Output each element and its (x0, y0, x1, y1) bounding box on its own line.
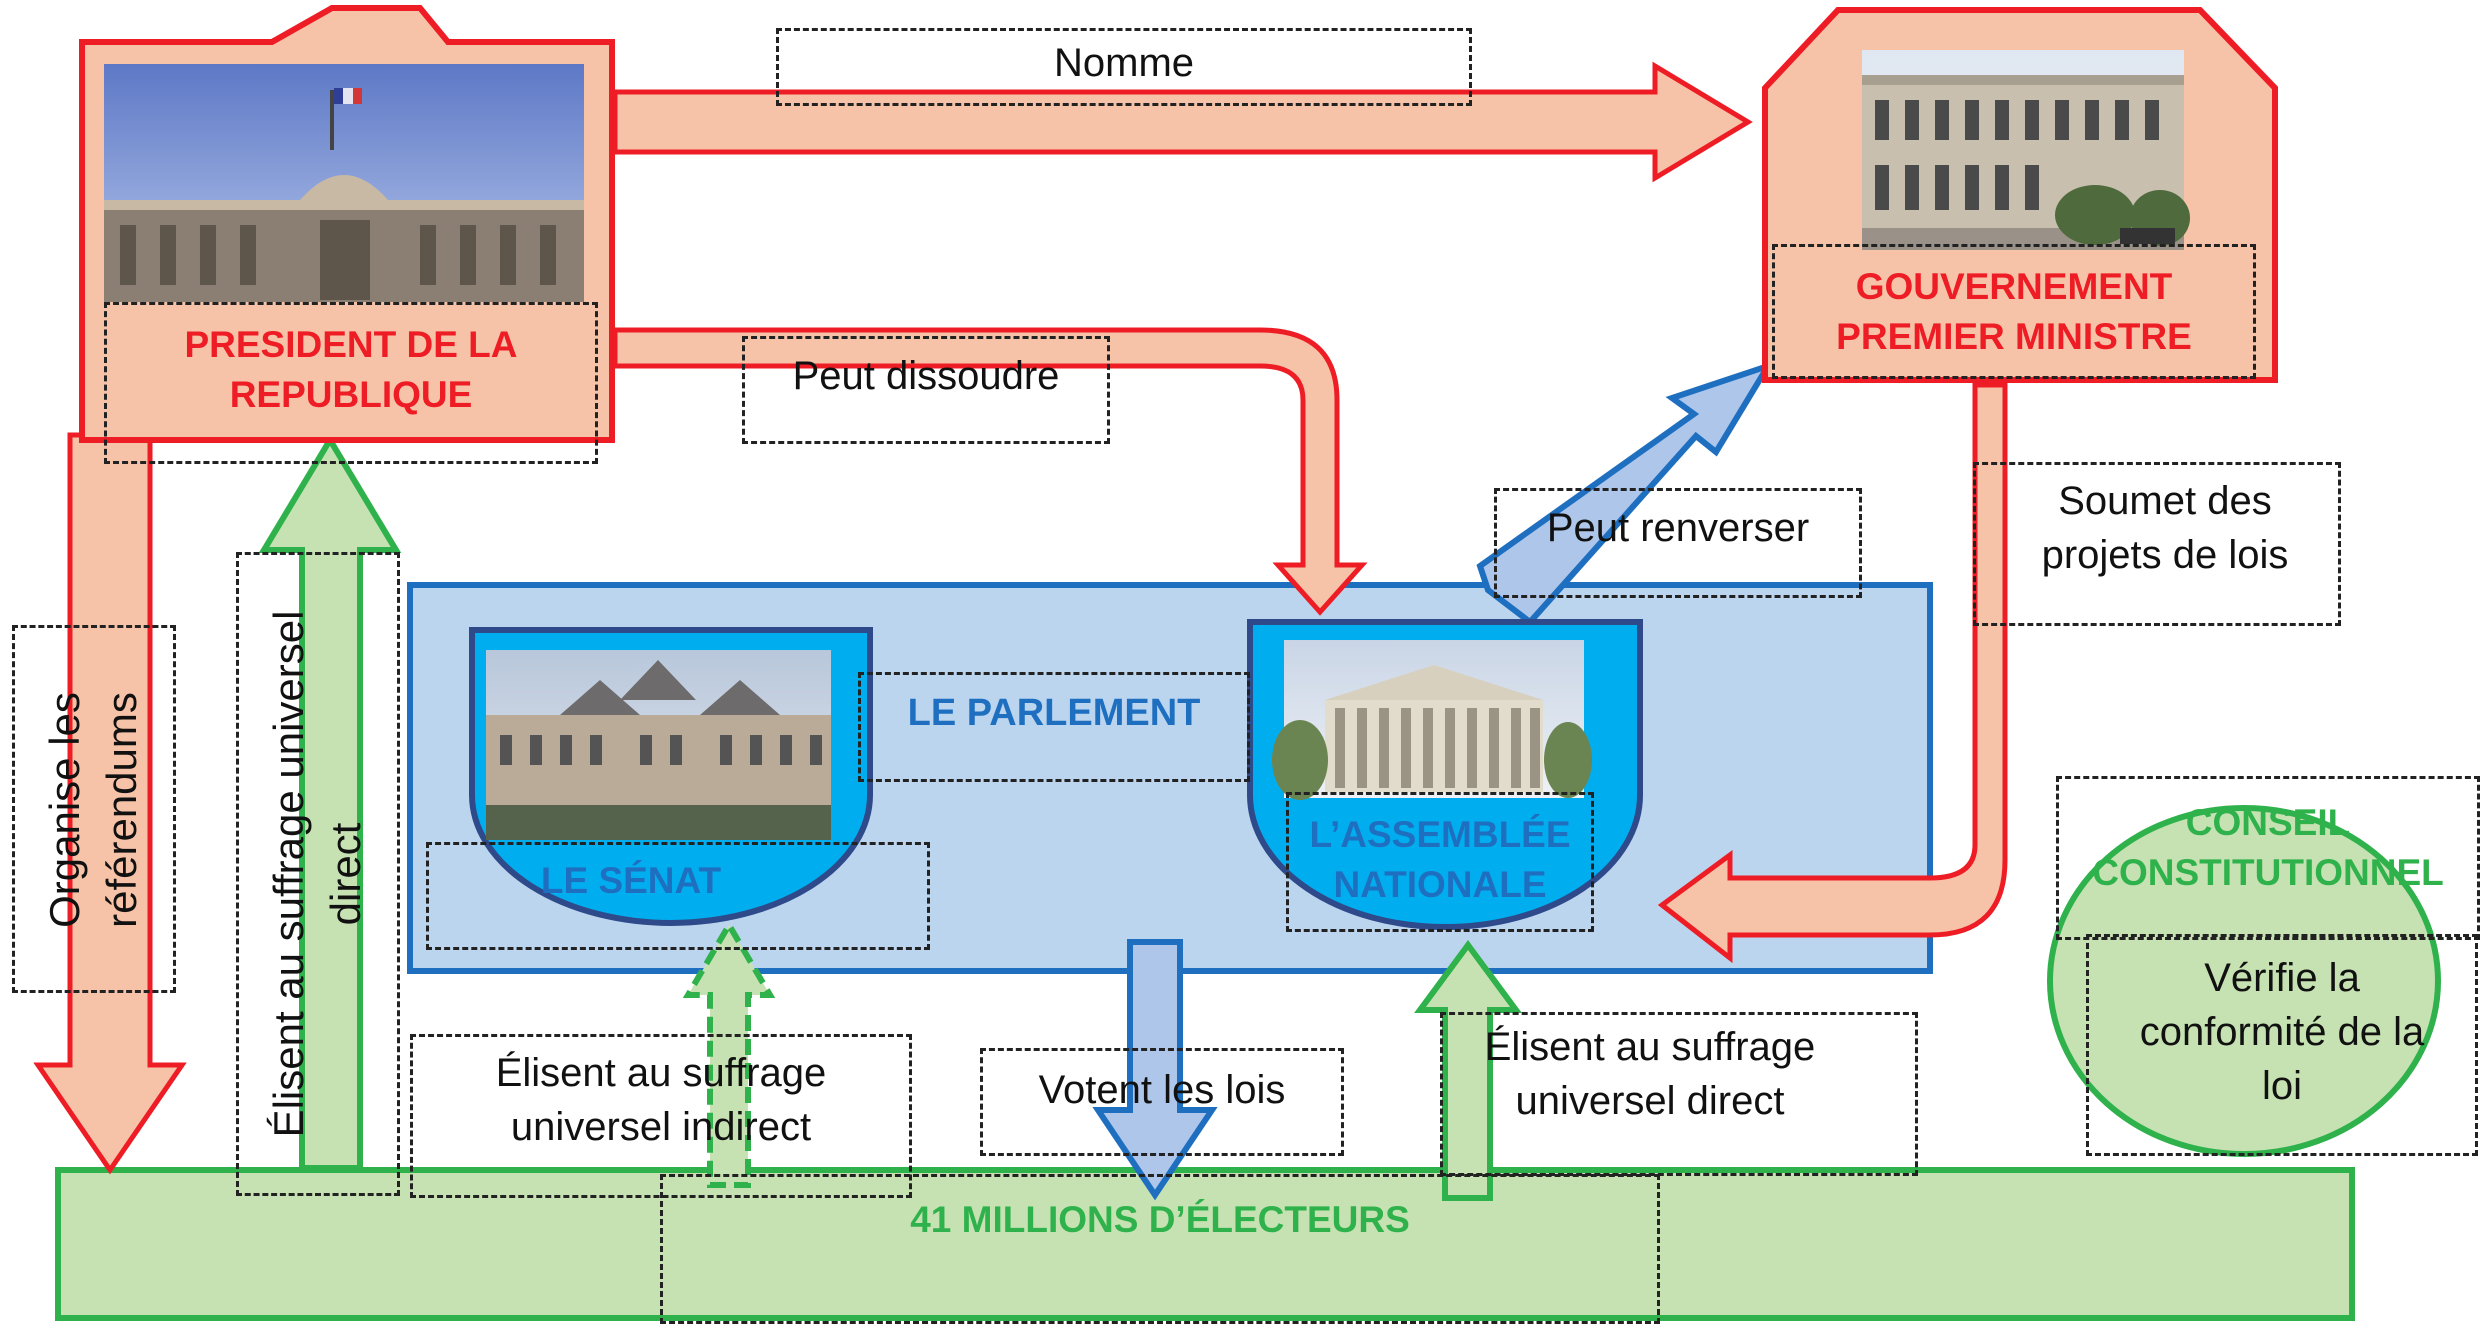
senat-label-box (426, 842, 930, 950)
renverser-box (1494, 488, 1862, 598)
senat-label: LE SÉNAT (540, 860, 722, 902)
elysee-photo (104, 64, 584, 302)
nomme-label: Nomme (1053, 41, 1195, 85)
gouvernement-label: GOUVERNEMENT PREMIER MINISTRE (1836, 266, 2192, 357)
referendum-arrow (33, 432, 187, 1175)
dissoudre-box (742, 336, 1110, 444)
president-label-box (104, 302, 598, 464)
votent-label: Votent les lois (1038, 1068, 1286, 1112)
elisent-senat-label: Élisent au suffrage universel indirect (495, 1051, 827, 1149)
elisent-assemblee-arrow (1414, 939, 1522, 1201)
parlement-label: LE PARLEMENT (907, 692, 1201, 735)
gouvernement-label-box (1772, 244, 2256, 379)
verifie-box (2086, 934, 2478, 1156)
electeurs-label-box (660, 1174, 1660, 1324)
elisent-assemblee-box (1440, 1012, 1918, 1176)
soumet-label: Soumet des projets de lois (2041, 479, 2289, 577)
conseil-label: CONSEIL CONSTITUTIONNEL (2092, 802, 2444, 893)
luxembourg-photo (486, 650, 831, 840)
soumet-arrow (1657, 382, 2008, 964)
votent-arrow (1092, 939, 1218, 1201)
votent-box (980, 1048, 1344, 1156)
soumet-box (1973, 462, 2341, 626)
bourbon-photo (1272, 640, 1592, 800)
nomme-arrow (612, 61, 1753, 183)
dissoudre-label: Peut dissoudre (792, 354, 1060, 398)
electeurs-label: 41 MILLIONS D’ÉLECTEURS (910, 1199, 1410, 1241)
verifie-label: Vérifie la conformité de la loi (2139, 956, 2425, 1108)
electeurs-bar (55, 1167, 2355, 1321)
elisent-assemblee-label: Élisent au suffrage universel direct (1484, 1025, 1816, 1123)
elisent-senat-arrow (682, 919, 776, 1188)
assemblee-label: L’ASSEMBLÉE NATIONALE (1309, 814, 1571, 905)
matignon-photo (1862, 50, 2190, 250)
president-label: PRESIDENT DE LA REPUBLIQUE (184, 324, 518, 415)
conseil-label-box (2056, 776, 2480, 940)
dissoudre-arrow (612, 327, 1368, 616)
parlement-label-box (858, 672, 1250, 782)
renverser-label: Peut renverser (1546, 506, 1810, 550)
elisent-president-arrow (258, 434, 402, 1171)
organise-box (12, 625, 176, 993)
elisent-president-box (236, 552, 400, 1196)
nomme-box (776, 28, 1472, 106)
elisent-president-label: Élisent au suffrage universel direct (265, 610, 369, 1138)
organise-label: Organise les référendums (41, 692, 145, 928)
assemblee-label-box (1286, 792, 1594, 932)
